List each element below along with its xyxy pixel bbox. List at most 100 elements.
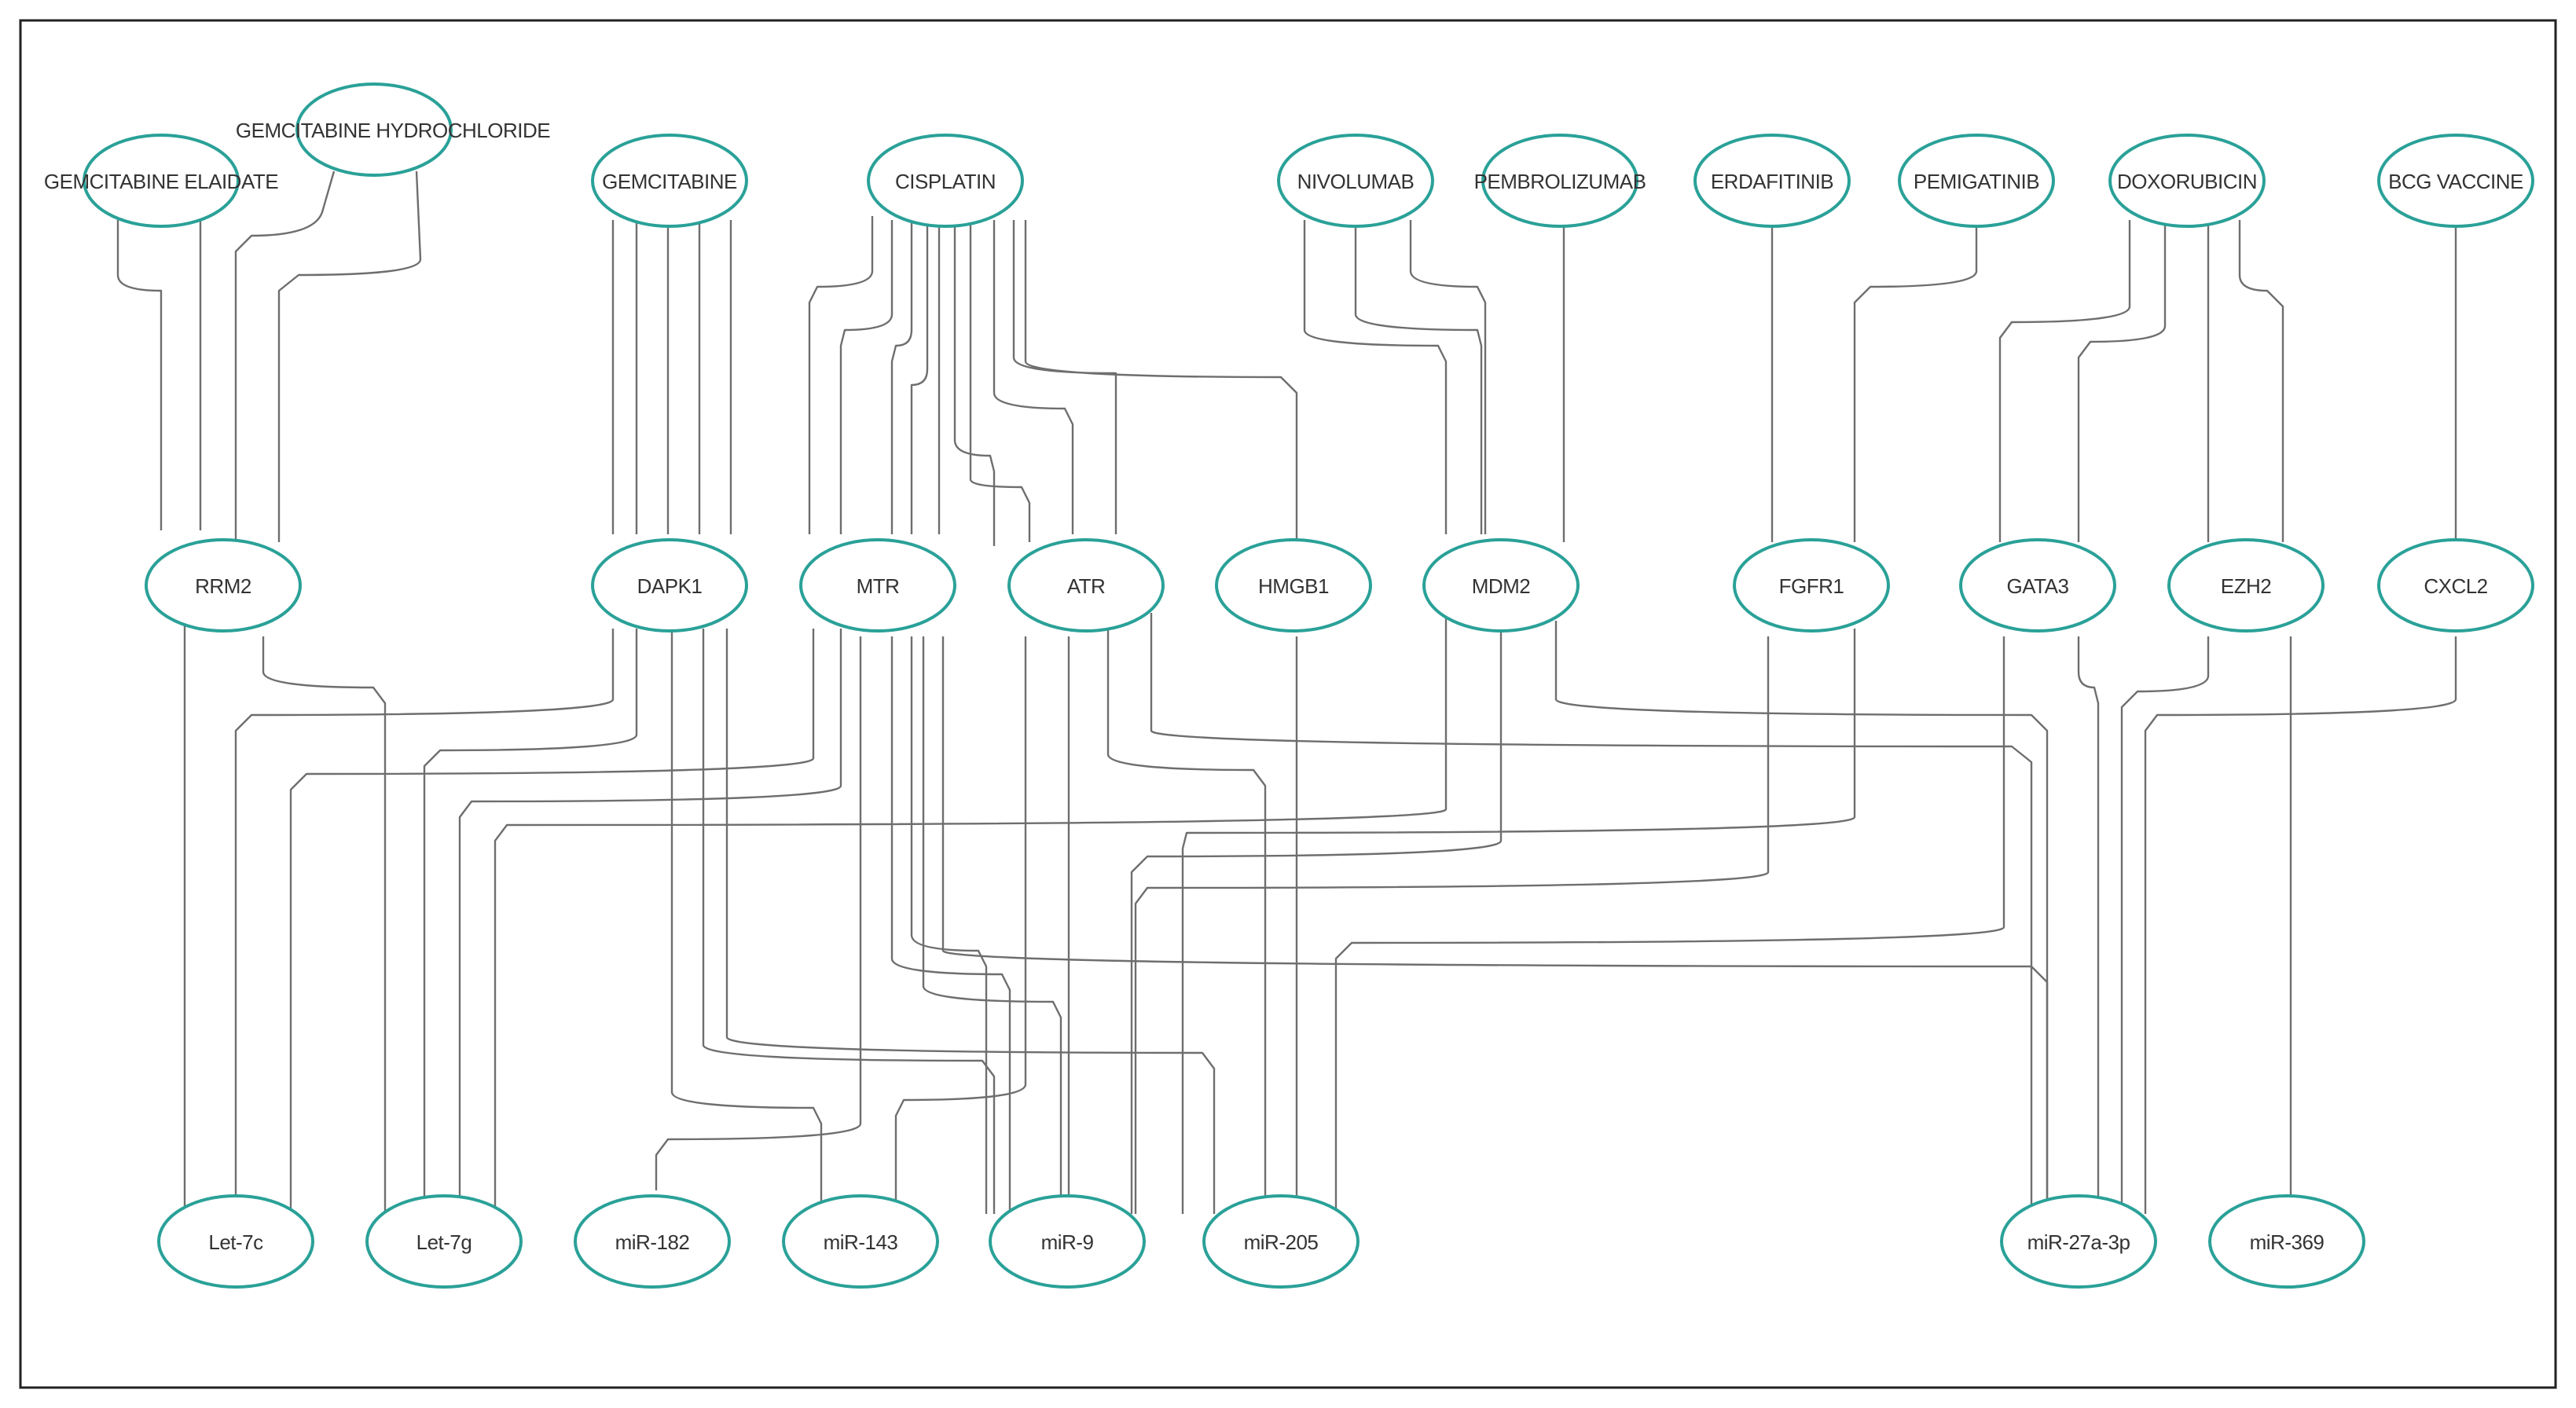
edge [1012, 220, 1117, 534]
node-gemcitabine-hydrochloride[interactable]: GEMCITABINE HYDROCHLORIDE [236, 82, 551, 177]
node-label: GEMCITABINE HYDROCHLORIDE [236, 119, 550, 142]
node-label: PEMBROLIZUMAB [1474, 170, 1646, 193]
node-mdm2[interactable]: MDM2 [1422, 538, 1580, 632]
edge [1134, 636, 1770, 1214]
edge [890, 220, 913, 534]
node-nivolumab[interactable]: NIVOLUMAB [1277, 134, 1434, 228]
edge [1853, 220, 1978, 542]
edge [894, 636, 1027, 1214]
node-label: Let-7c [208, 1230, 263, 1254]
node-mir-182[interactable]: miR-182 [574, 1194, 731, 1289]
node-atr[interactable]: ATR [1007, 538, 1165, 632]
node-gemcitabine[interactable]: GEMCITABINE [591, 134, 748, 228]
edge [1334, 636, 2005, 1214]
node-let-7g[interactable]: Let-7g [365, 1194, 523, 1289]
node-pemigatinib[interactable]: PEMIGATINIB [1898, 134, 2055, 228]
node-label: miR-9 [1041, 1230, 1094, 1254]
node-label: GEMCITABINE [602, 170, 737, 193]
node-mir-27a-3p[interactable]: miR-27a-3p [2000, 1194, 2157, 1289]
node-dapk1[interactable]: DAPK1 [591, 538, 748, 632]
edge [2120, 636, 2210, 1214]
node-rrm2[interactable]: RRM2 [145, 538, 302, 632]
node-label: BCG VACCINE [2388, 170, 2523, 193]
edge [234, 170, 336, 542]
node-cisplatin[interactable]: CISPLATIN [867, 134, 1024, 228]
node-doxorubicin[interactable]: DOXORUBICIN [2108, 134, 2266, 228]
edge [262, 636, 387, 1214]
edge [277, 170, 422, 542]
node-label: GEMCITABINE ELAIDATE [44, 170, 278, 193]
node-label: DOXORUBICIN [2117, 170, 2257, 193]
node-label: MTR [857, 574, 900, 598]
edge [1130, 613, 1503, 1214]
node-mtr[interactable]: MTR [799, 538, 956, 632]
edge [725, 629, 1216, 1214]
node-label: Let-7g [416, 1230, 472, 1254]
node-label: miR-205 [1244, 1230, 1319, 1254]
node-label: PEMIGATINIB [1914, 170, 2039, 193]
edge [289, 629, 815, 1214]
edge [1354, 220, 1483, 534]
edge [702, 629, 996, 1214]
edge [1998, 220, 2131, 542]
node-gemcitabine-elaidate[interactable]: GEMCITABINE ELAIDATE [44, 134, 279, 228]
node-label: NIVOLUMAB [1297, 170, 1415, 193]
node-mir-369[interactable]: miR-369 [2208, 1194, 2365, 1289]
edge [458, 629, 842, 1214]
node-label: miR-369 [2250, 1230, 2325, 1254]
node-label: CISPLATIN [895, 170, 996, 193]
edge [2077, 220, 2167, 542]
node-label: FGFR1 [1779, 574, 1844, 598]
node-gata3[interactable]: GATA3 [1959, 538, 2116, 632]
node-fgfr1[interactable]: FGFR1 [1733, 538, 1890, 632]
edge [234, 629, 615, 1214]
node-mir-143[interactable]: miR-143 [782, 1194, 939, 1289]
edge [1024, 220, 1298, 542]
edge [839, 220, 894, 534]
edge [2144, 636, 2457, 1214]
edge [953, 220, 996, 546]
edge [670, 629, 823, 1214]
edge [1150, 613, 2033, 1214]
edge [1303, 220, 1448, 534]
edge [655, 636, 862, 1190]
node-label: MDM2 [1472, 574, 1531, 598]
diagram-frame [19, 19, 2557, 1389]
edge [1409, 220, 1487, 534]
edge [1106, 613, 1267, 1214]
node-hmgb1[interactable]: HMGB1 [1215, 538, 1372, 632]
node-mir-205[interactable]: miR-205 [1202, 1194, 1360, 1289]
node-label: ERDAFITINIB [1711, 170, 1833, 193]
node-let-7c[interactable]: Let-7c [157, 1194, 314, 1289]
edge [910, 636, 988, 1214]
nodes: GEMCITABINE ELAIDATE GEMCITABINE HYDROCH… [44, 82, 2534, 1289]
node-label: GATA3 [2007, 574, 2069, 598]
node-erdafitinib[interactable]: ERDAFITINIB [1693, 134, 1851, 228]
node-bcg-vaccine[interactable]: BCG VACCINE [2377, 134, 2534, 228]
node-label: ATR [1067, 574, 1106, 598]
node-cxcl2[interactable]: CXCL2 [2377, 538, 2534, 632]
edge [1181, 629, 1856, 1214]
edge [2077, 636, 2100, 1214]
node-label: EZH2 [2221, 574, 2272, 598]
edge [423, 629, 638, 1214]
edge [969, 220, 1031, 542]
node-pembrolizumab[interactable]: PEMBROLIZUMAB [1474, 134, 1646, 228]
edge [808, 216, 874, 534]
node-label: DAPK1 [637, 574, 703, 598]
edges [116, 170, 2457, 1214]
node-ezh2[interactable]: EZH2 [2167, 538, 2325, 632]
node-mir-9[interactable]: miR-9 [989, 1194, 1146, 1289]
edge [2238, 220, 2284, 542]
edge [993, 220, 1074, 534]
node-label: CXCL2 [2424, 574, 2487, 598]
edge [922, 636, 1062, 1214]
node-label: miR-27a-3p [2027, 1230, 2130, 1254]
node-label: RRM2 [195, 574, 251, 598]
node-label: miR-143 [824, 1230, 898, 1254]
node-label: miR-182 [615, 1230, 690, 1254]
edge [116, 220, 163, 530]
edge [1554, 621, 2049, 1214]
node-label: HMGB1 [1258, 574, 1329, 598]
